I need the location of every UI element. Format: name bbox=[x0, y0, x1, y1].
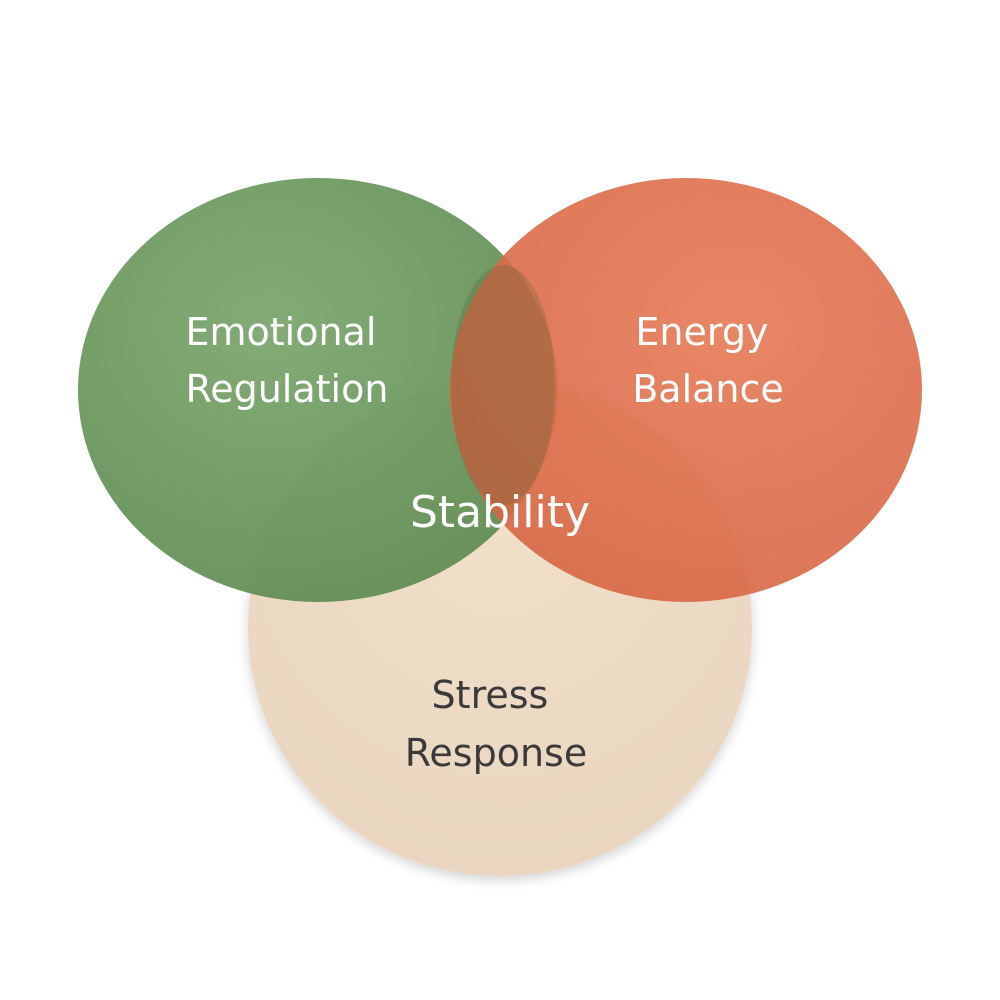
circle-emotional-regulation bbox=[78, 178, 558, 602]
label-energy-line1: Energy bbox=[635, 310, 768, 354]
label-energy-balance: Energy Balance bbox=[632, 310, 784, 411]
label-emotional-line2: Regulation bbox=[186, 367, 389, 411]
label-stress-line1: Stress bbox=[432, 673, 549, 717]
label-emotional-regulation: Emotional Regulation bbox=[185, 310, 388, 411]
label-energy-line2: Balance bbox=[632, 367, 784, 411]
overlap-shade bbox=[451, 265, 555, 505]
label-stress-line2: Response bbox=[405, 731, 588, 775]
label-emotional-line1: Emotional bbox=[185, 310, 376, 354]
circle-energy-balance bbox=[450, 178, 922, 602]
label-stress-response: Stress Response bbox=[405, 673, 588, 775]
label-stability: Stability bbox=[410, 487, 590, 538]
